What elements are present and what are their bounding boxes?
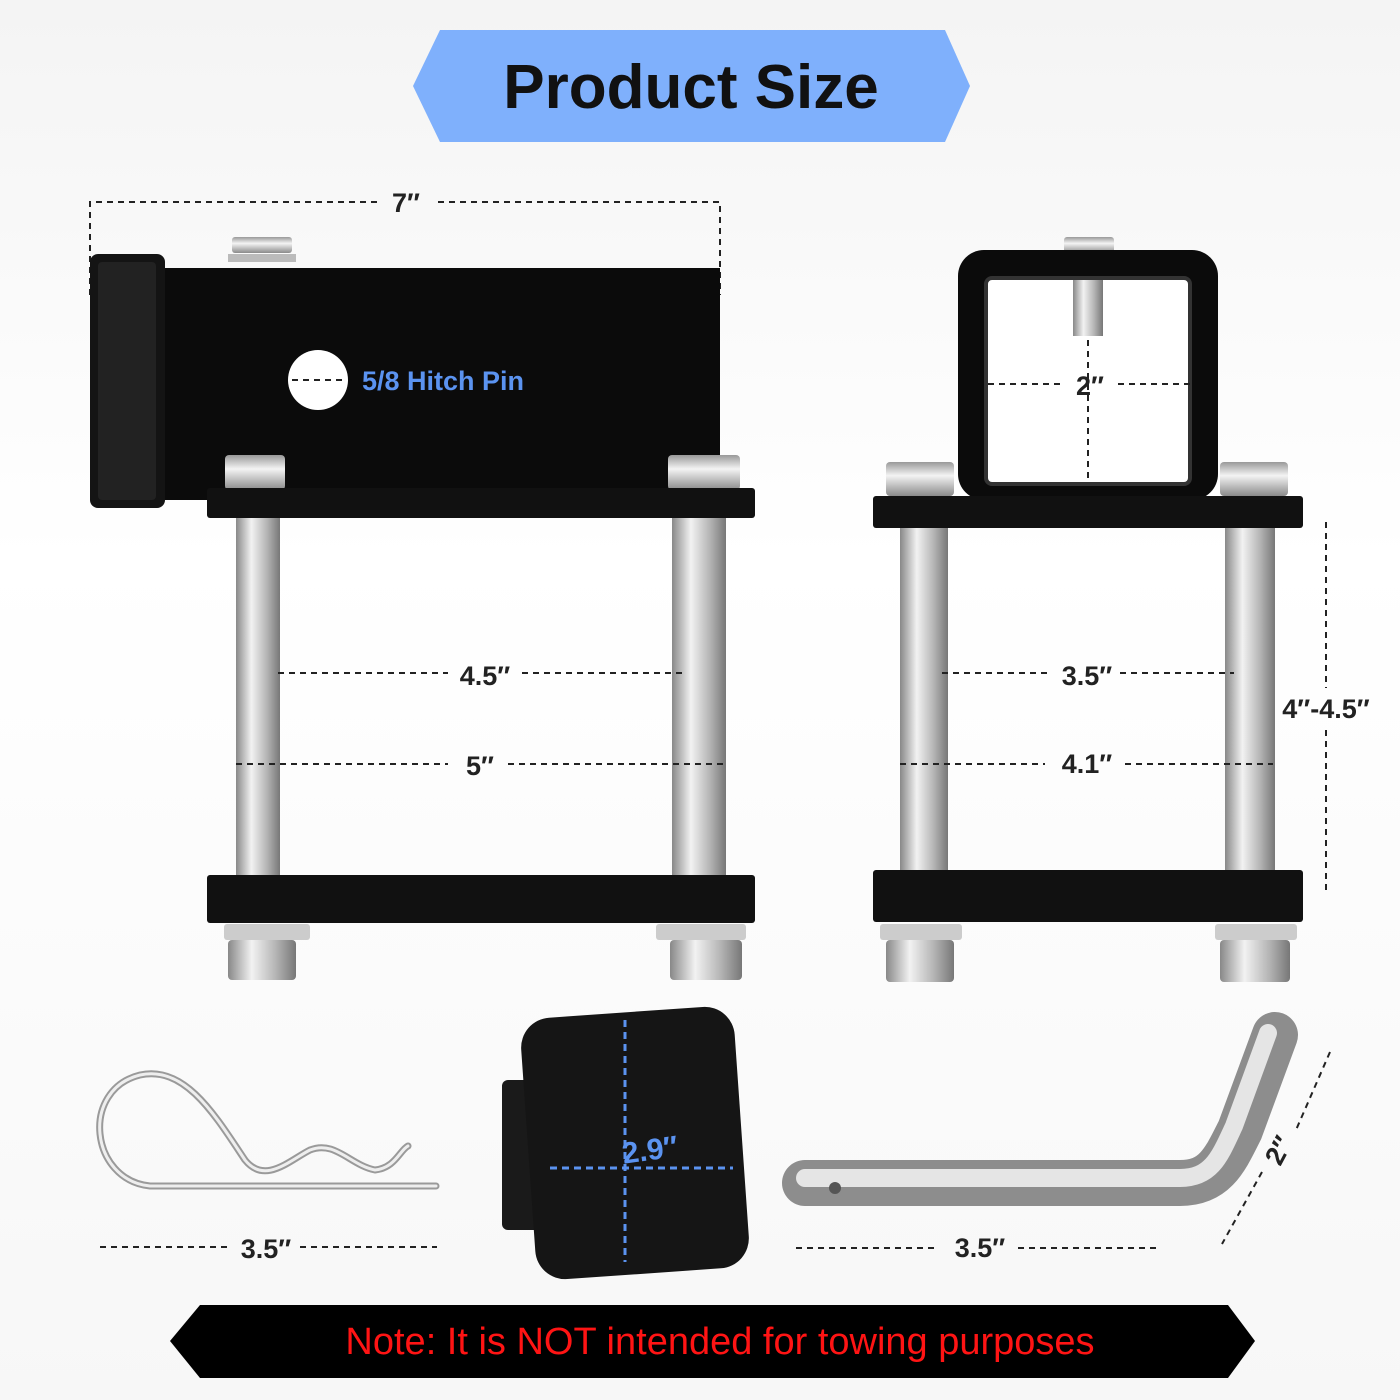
top-plate bbox=[873, 496, 1303, 528]
pin-length-label: 3.5″ bbox=[955, 1233, 1006, 1263]
hitch-cover: 2.9″ bbox=[502, 1006, 749, 1280]
top-plate bbox=[207, 488, 755, 518]
outer-spacing-label: 5″ bbox=[466, 751, 494, 781]
u-bolt-rod bbox=[236, 518, 280, 878]
title-banner: Product Size bbox=[413, 30, 970, 142]
warning-note: Note: It is NOT intended for towing purp… bbox=[345, 1321, 1094, 1363]
pin-hole-label: 5/8 Hitch Pin bbox=[362, 366, 524, 396]
bolt-head bbox=[232, 237, 292, 253]
pin-bend-label: 2″ bbox=[1259, 1131, 1299, 1170]
u-bolt-rod bbox=[672, 518, 726, 878]
receiver-front-view: 2″ 3.5″ 4.1″ 4″-4.5″ bbox=[873, 237, 1370, 982]
hitch-clip: 3.5″ bbox=[96, 1070, 440, 1264]
warning-banner: Note: It is NOT intended for towing purp… bbox=[170, 1305, 1255, 1378]
outer-spacing-label: 4.1″ bbox=[1062, 749, 1113, 779]
bottom-plate bbox=[207, 875, 755, 923]
clamp-range-label: 4″-4.5″ bbox=[1282, 694, 1369, 724]
length-label: 7″ bbox=[392, 188, 420, 218]
opening-label: 2″ bbox=[1076, 371, 1104, 401]
page-title: Product Size bbox=[503, 53, 879, 122]
bottom-plate bbox=[873, 870, 1303, 922]
hitch-pin: 3.5″ 2″ bbox=[782, 1012, 1331, 1263]
inner-spacing-label: 4.5″ bbox=[460, 661, 511, 691]
inner-spacing-label: 3.5″ bbox=[1062, 661, 1113, 691]
nut bbox=[228, 940, 296, 980]
clip-length-label: 3.5″ bbox=[241, 1234, 292, 1264]
nut bbox=[670, 940, 742, 980]
cover-size-label: 2.9″ bbox=[620, 1130, 680, 1170]
receiver-side-view: 7″ 5/8 Hitch Pin 4.5″ 5″ bbox=[89, 188, 755, 980]
